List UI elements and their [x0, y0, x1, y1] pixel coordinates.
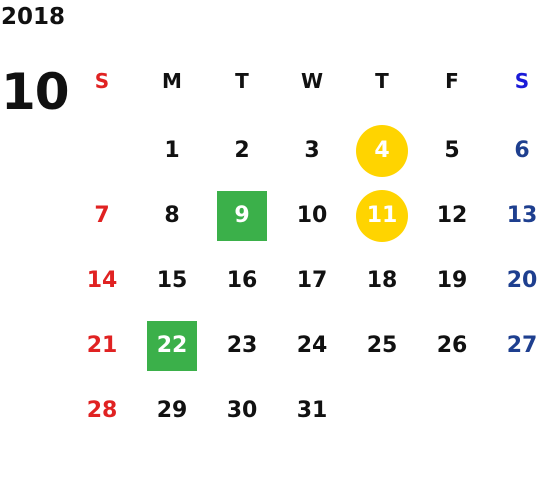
year-label: 2018: [1, 4, 66, 30]
day-9[interactable]: 9: [217, 191, 267, 241]
day-13[interactable]: 13: [506, 203, 538, 228]
day-23[interactable]: 23: [226, 333, 258, 358]
weekday-monday: M: [162, 69, 182, 93]
day-5[interactable]: 5: [444, 138, 460, 163]
day-6[interactable]: 6: [514, 138, 530, 163]
day-4[interactable]: 4: [356, 125, 408, 177]
day-22[interactable]: 22: [147, 321, 197, 371]
day-11[interactable]: 11: [356, 190, 408, 242]
day-29[interactable]: 29: [156, 398, 188, 423]
day-30[interactable]: 30: [226, 398, 258, 423]
day-8[interactable]: 8: [164, 203, 180, 228]
day-14[interactable]: 14: [86, 268, 118, 293]
day-28[interactable]: 28: [86, 398, 118, 423]
month-label: 10: [1, 63, 70, 121]
weekday-sunday: S: [94, 69, 110, 93]
day-21[interactable]: 21: [86, 333, 118, 358]
day-20[interactable]: 20: [506, 268, 538, 293]
day-3[interactable]: 3: [304, 138, 320, 163]
day-2[interactable]: 2: [234, 138, 250, 163]
day-15[interactable]: 15: [156, 268, 188, 293]
weekday-tuesday: T: [235, 69, 249, 93]
weekday-saturday: S: [514, 69, 530, 93]
day-24[interactable]: 24: [296, 333, 328, 358]
day-17[interactable]: 17: [296, 268, 328, 293]
day-19[interactable]: 19: [436, 268, 468, 293]
day-10[interactable]: 10: [296, 203, 328, 228]
day-1[interactable]: 1: [164, 138, 180, 163]
day-7[interactable]: 7: [94, 203, 110, 228]
weekday-friday: F: [445, 69, 459, 93]
day-18[interactable]: 18: [366, 268, 398, 293]
day-25[interactable]: 25: [366, 333, 398, 358]
day-12[interactable]: 12: [436, 203, 468, 228]
weekday-wednesday: W: [300, 69, 324, 93]
weekday-thursday: T: [375, 69, 389, 93]
day-16[interactable]: 16: [226, 268, 258, 293]
day-31[interactable]: 31: [296, 398, 328, 423]
day-26[interactable]: 26: [436, 333, 468, 358]
day-27[interactable]: 27: [506, 333, 538, 358]
